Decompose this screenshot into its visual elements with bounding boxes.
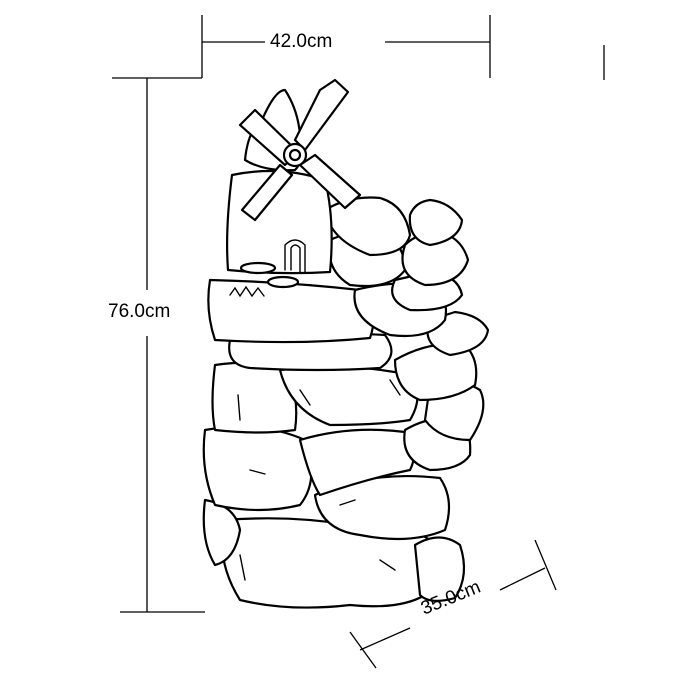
width-dimension-label: 42.0cm [270, 31, 333, 52]
width-dimension-lines [201, 15, 605, 80]
rock-fountain-drawing [202, 78, 490, 609]
depth-dimension-lines [349, 539, 557, 669]
windmill-blades [238, 78, 362, 222]
height-dimension-label: 76.0cm [108, 301, 171, 322]
height-dimension-lines [112, 77, 205, 613]
